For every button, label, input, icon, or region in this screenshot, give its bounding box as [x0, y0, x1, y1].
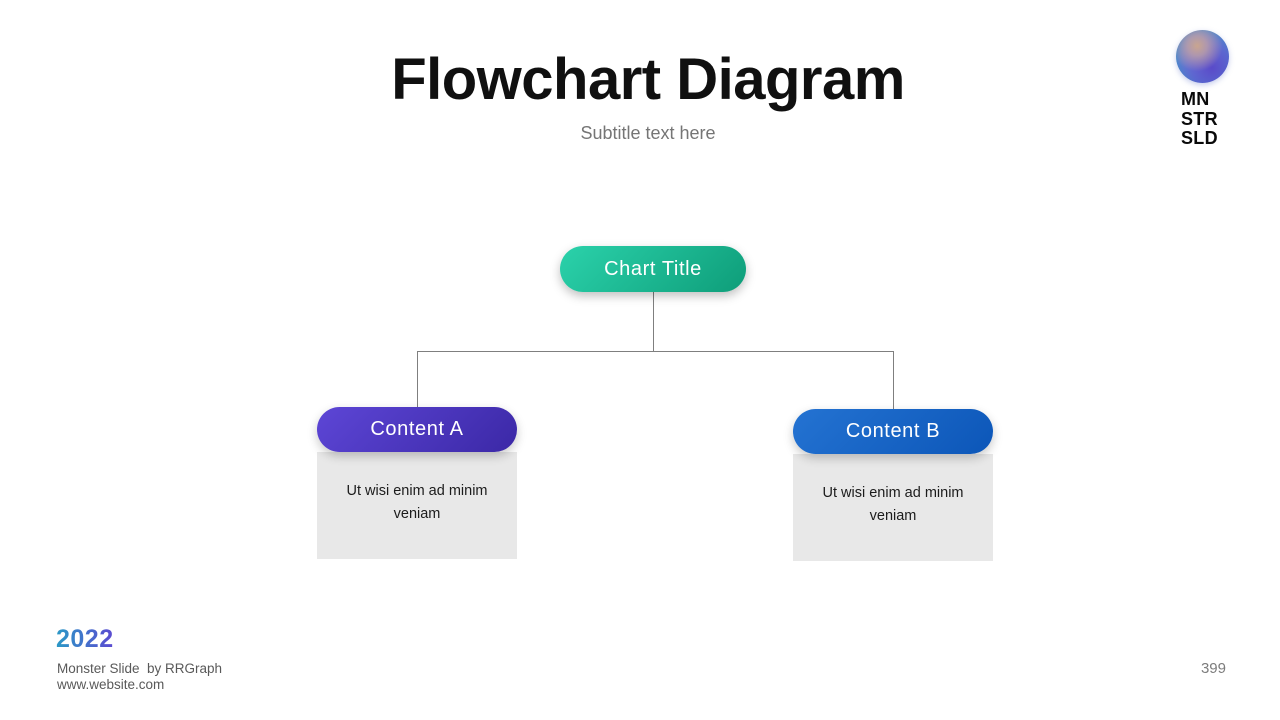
- page-title: Flowchart Diagram: [391, 47, 905, 112]
- header: Flowchart Diagram Subtitle text here: [8, 48, 1280, 144]
- footer-credit: Monster Slide by RRGraph: [57, 661, 223, 676]
- logo-line-1: MN: [1181, 89, 1210, 109]
- logo-wordmark: MN STR SLD: [1181, 89, 1218, 149]
- node-content-a: Content A Ut wisi enim ad minim veniam: [317, 407, 517, 559]
- footer-website: www.website.com: [57, 677, 165, 692]
- logo-line-3: SLD: [1181, 128, 1218, 148]
- connector-left-drop: [417, 352, 418, 407]
- logo-sphere-icon: [1176, 30, 1229, 83]
- footer-year: 2022: [56, 625, 114, 653]
- node-content-b: Content B Ut wisi enim ad minim veniam: [793, 409, 993, 561]
- connector-horizontal: [417, 351, 894, 352]
- node-chart-title: Chart Title: [560, 246, 746, 292]
- page-number: 399: [1200, 660, 1226, 677]
- connector-right-drop: [893, 352, 894, 409]
- page-subtitle: Subtitle text here: [580, 123, 716, 143]
- content-a-body-text: Ut wisi enim ad minim veniam: [317, 452, 517, 559]
- logo-line-2: STR: [1181, 108, 1218, 129]
- content-a-pill: Content A: [317, 407, 517, 452]
- connector-root-vertical: [653, 292, 654, 351]
- content-b-pill: Content B: [793, 409, 993, 454]
- content-b-body-text: Ut wisi enim ad minim veniam: [793, 454, 993, 561]
